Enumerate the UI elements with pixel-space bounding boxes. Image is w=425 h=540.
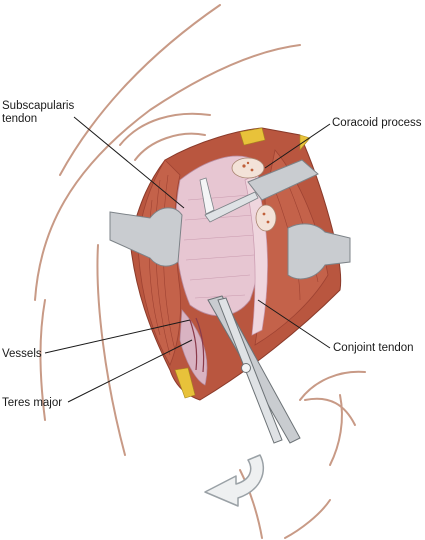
leader-lines (44, 116, 331, 403)
label-coracoid-process: Coracoid process (332, 117, 422, 129)
vessels-shape (189, 317, 205, 373)
label-teres-major: Teres major (2, 397, 63, 409)
shoulder-outline (34, 4, 366, 539)
teres-major-shape (179, 309, 208, 386)
leader-coracoid (264, 123, 331, 169)
label-subscapularis-line1: Subscapularis (2, 100, 75, 112)
label-conjoint-tendon: Conjoint tendon (333, 342, 414, 354)
coracoid-bone (231, 157, 277, 232)
rotation-arrow-icon (204, 454, 265, 507)
fat-border (174, 127, 311, 399)
leader-teres (67, 339, 193, 403)
right-retractor (287, 223, 351, 280)
label-subscapularis-line2: tendon (2, 113, 38, 125)
label-subscapularis-tendon: Subscapularis tendon (2, 100, 74, 126)
leader-subscapularis (73, 116, 185, 209)
forceps (207, 295, 301, 444)
label-vessels: Vessels (2, 348, 42, 360)
leader-conjoint (257, 299, 331, 349)
subscapularis-texture (183, 194, 257, 299)
leader-vessels (44, 319, 191, 354)
left-retractor (109, 207, 183, 267)
coracoid-hook (199, 159, 319, 223)
